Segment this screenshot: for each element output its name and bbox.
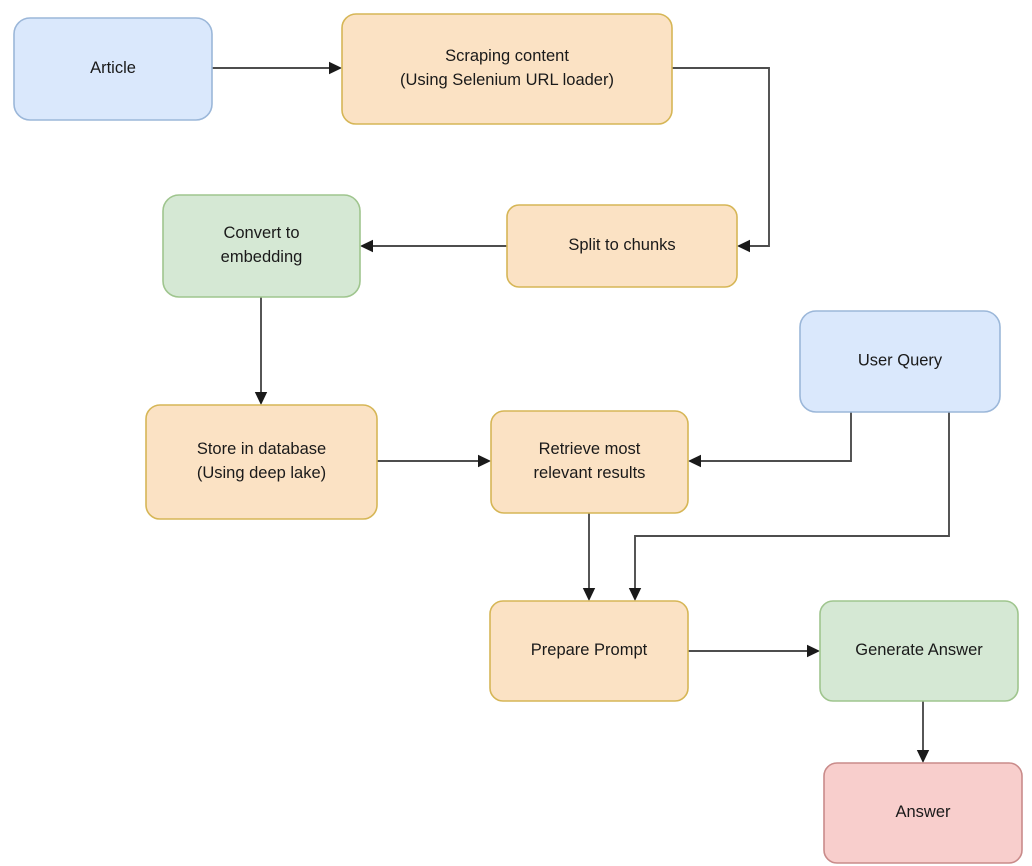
node-prepare_prompt[interactable]: Prepare Prompt <box>489 600 689 702</box>
edges-layer <box>212 61 950 763</box>
edge-generate_answer-to-answer <box>916 701 930 763</box>
node-shape-user_query[interactable] <box>799 310 1001 413</box>
node-answer[interactable]: Answer <box>823 762 1023 864</box>
node-generate_answer[interactable]: Generate Answer <box>819 600 1019 702</box>
node-split[interactable]: Split to chunks <box>506 204 738 288</box>
edge-store-to-retrieve <box>377 454 491 468</box>
node-shape-embedding[interactable] <box>162 194 361 298</box>
edge-user_query-to-prepare_prompt <box>628 412 950 601</box>
node-store[interactable]: Store in database(Using deep lake) <box>145 404 378 520</box>
edge-prepare_prompt-to-generate_answer <box>688 644 820 658</box>
node-article[interactable]: Article <box>13 17 213 121</box>
edge-user_query-to-retrieve <box>688 412 852 468</box>
node-shape-scraping[interactable] <box>341 13 673 125</box>
nodes-layer: Article Scraping content(Using Selenium U… <box>13 13 1023 864</box>
edge-embedding-to-store <box>254 297 268 405</box>
node-shape-store[interactable] <box>145 404 378 520</box>
edge-article-to-scraping <box>212 61 342 75</box>
edge-scraping-to-split <box>672 67 770 253</box>
node-user_query[interactable]: User Query <box>799 310 1001 413</box>
node-shape-article[interactable] <box>13 17 213 121</box>
node-scraping[interactable]: Scraping content(Using Selenium URL load… <box>341 13 673 125</box>
node-shape-retrieve[interactable] <box>490 410 689 514</box>
node-shape-generate_answer[interactable] <box>819 600 1019 702</box>
edge-split-to-embedding <box>360 239 507 253</box>
node-shape-prepare_prompt[interactable] <box>489 600 689 702</box>
node-shape-answer[interactable] <box>823 762 1023 864</box>
node-shape-split[interactable] <box>506 204 738 288</box>
edge-retrieve-to-prepare_prompt <box>582 513 596 601</box>
